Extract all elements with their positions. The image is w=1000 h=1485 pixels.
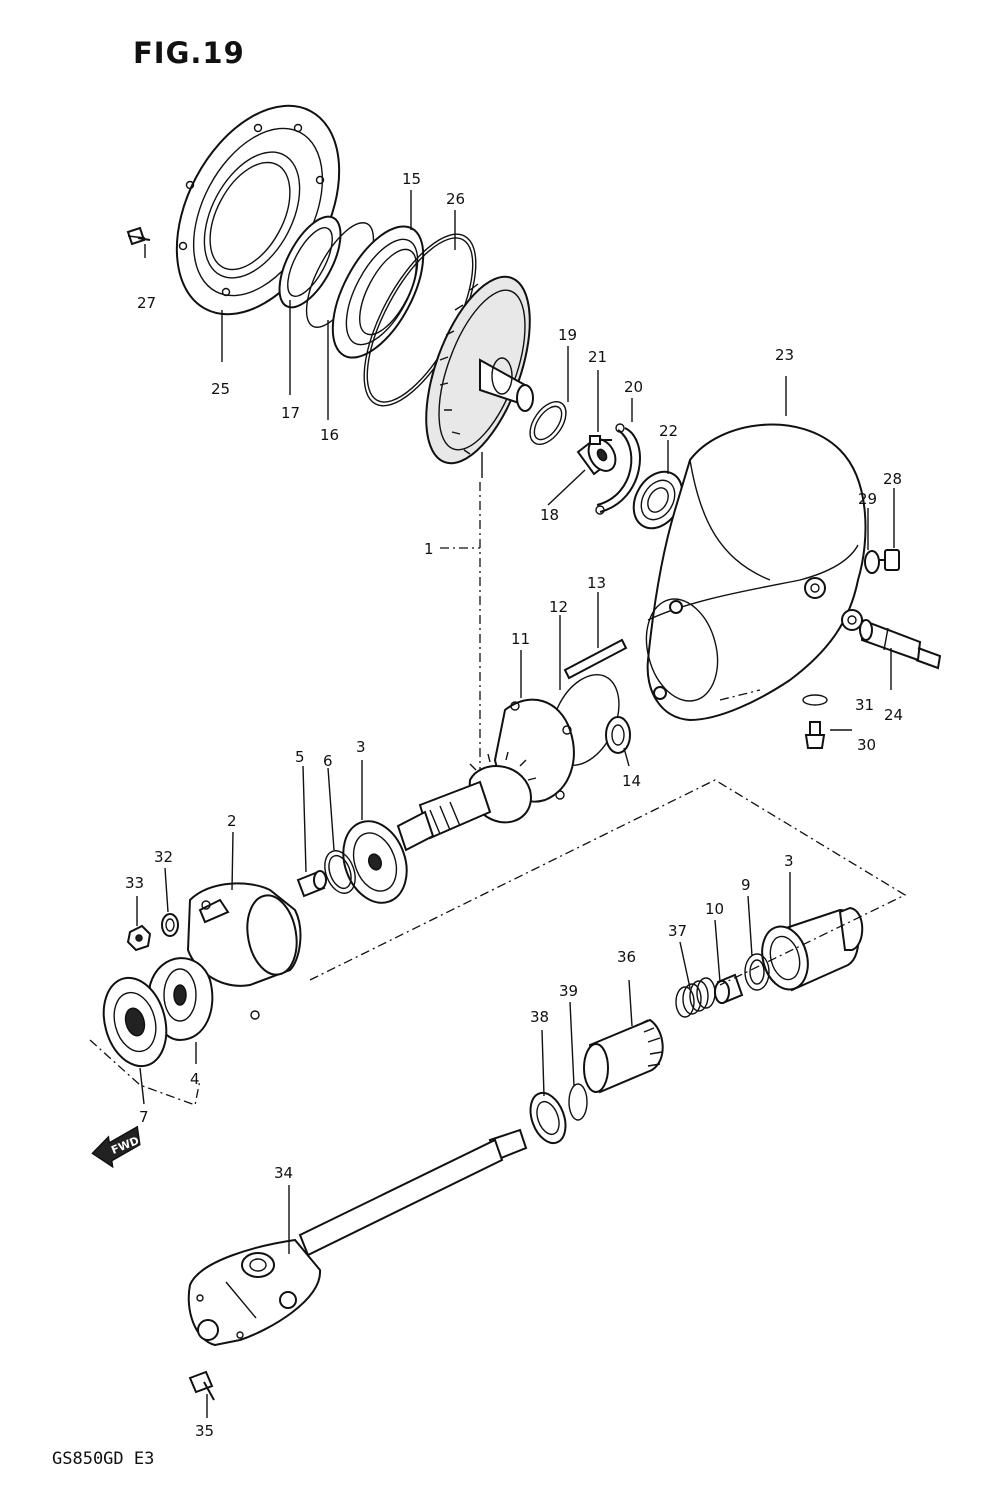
- callout-27: 27: [137, 294, 156, 312]
- callout-12: 12: [549, 598, 568, 616]
- part-seal-38: [529, 1091, 567, 1145]
- callout-35: 35: [195, 1422, 214, 1440]
- part-bolt-28: [878, 549, 900, 571]
- part-bearing-18: [576, 436, 617, 476]
- callout-10: 10: [705, 900, 724, 918]
- callout-22: 22: [659, 422, 678, 440]
- callout-33: 33: [125, 874, 144, 892]
- part-bearing-15: [331, 225, 425, 359]
- part-shaft-24: [859, 618, 942, 670]
- figure-title: FIG.19: [133, 36, 245, 70]
- part-nut-33: [126, 924, 152, 952]
- part-pinion-shaft: [396, 751, 537, 852]
- callout-17: 17: [281, 404, 300, 422]
- callout-9: 9: [741, 876, 751, 894]
- part-coupling-36: [583, 1018, 664, 1094]
- part-ring-14: [605, 716, 631, 754]
- part-seal-7: [102, 976, 168, 1068]
- callout-4: 4: [190, 1070, 200, 1088]
- callout-19: 19: [558, 326, 577, 344]
- callout-34: 34: [274, 1164, 293, 1182]
- callout-labels: 27 25 17 16 15 26 19 21 20 22 23 18 28 2…: [125, 170, 903, 1440]
- part-bearing-housing: [148, 882, 302, 1042]
- callout-37: 37: [668, 922, 687, 940]
- part-ring-19: [529, 401, 567, 445]
- fwd-arrow-icon: FWD: [91, 1125, 141, 1169]
- part-spacer-5: [296, 870, 327, 898]
- callout-23: 23: [775, 346, 794, 364]
- part-washer-31: [802, 694, 828, 706]
- callout-3b: 3: [784, 852, 794, 870]
- part-gear-case: [645, 423, 867, 722]
- leader-lines: [127, 190, 895, 1418]
- reference-lines: [89, 482, 907, 1106]
- callout-24: 24: [884, 706, 903, 724]
- callout-2: 2: [227, 812, 237, 830]
- callout-1: 1: [424, 540, 434, 558]
- callout-21: 21: [588, 348, 607, 366]
- callout-38: 38: [530, 1008, 549, 1026]
- part-bolt-27: [126, 226, 151, 246]
- part-bolt-35: [188, 1370, 215, 1401]
- callout-32: 32: [154, 848, 173, 866]
- callout-30: 30: [857, 736, 876, 754]
- callout-16: 16: [320, 426, 339, 444]
- part-bearing-3-right: [761, 906, 864, 992]
- part-collar-10: [714, 973, 744, 1004]
- part-propeller-shaft: [187, 1128, 528, 1347]
- part-ring-17: [278, 215, 342, 309]
- part-washer-9: [744, 953, 770, 991]
- callout-3: 3: [356, 738, 366, 756]
- callout-25: 25: [211, 380, 230, 398]
- part-bearing-3: [342, 820, 408, 904]
- part-washer-29: [864, 550, 880, 574]
- callout-13: 13: [587, 574, 606, 592]
- part-pin-13: [563, 638, 628, 680]
- part-oil-seal-22: [632, 470, 684, 530]
- callout-14: 14: [622, 772, 641, 790]
- callout-18: 18: [540, 506, 559, 524]
- part-bolt-21: [589, 435, 612, 445]
- callout-29: 29: [858, 490, 877, 508]
- callout-36: 36: [617, 948, 636, 966]
- part-ring-gear: [425, 275, 534, 465]
- callout-26: 26: [446, 190, 465, 208]
- part-spring-37: [675, 977, 716, 1018]
- model-code: GS850GD E3: [52, 1449, 155, 1469]
- part-plug-30: [804, 721, 826, 749]
- callout-5: 5: [295, 748, 305, 766]
- part-shim-6: [324, 850, 356, 894]
- part-circlip-20: [595, 423, 641, 515]
- part-circlip-39: [568, 1083, 588, 1121]
- callout-39: 39: [559, 982, 578, 1000]
- callout-28: 28: [883, 470, 902, 488]
- callout-6: 6: [323, 752, 333, 770]
- callout-7: 7: [139, 1108, 149, 1126]
- callout-20: 20: [624, 378, 643, 396]
- callout-11: 11: [511, 630, 530, 648]
- callout-15: 15: [402, 170, 421, 188]
- part-washer-32: [161, 913, 179, 937]
- callout-31: 31: [855, 696, 874, 714]
